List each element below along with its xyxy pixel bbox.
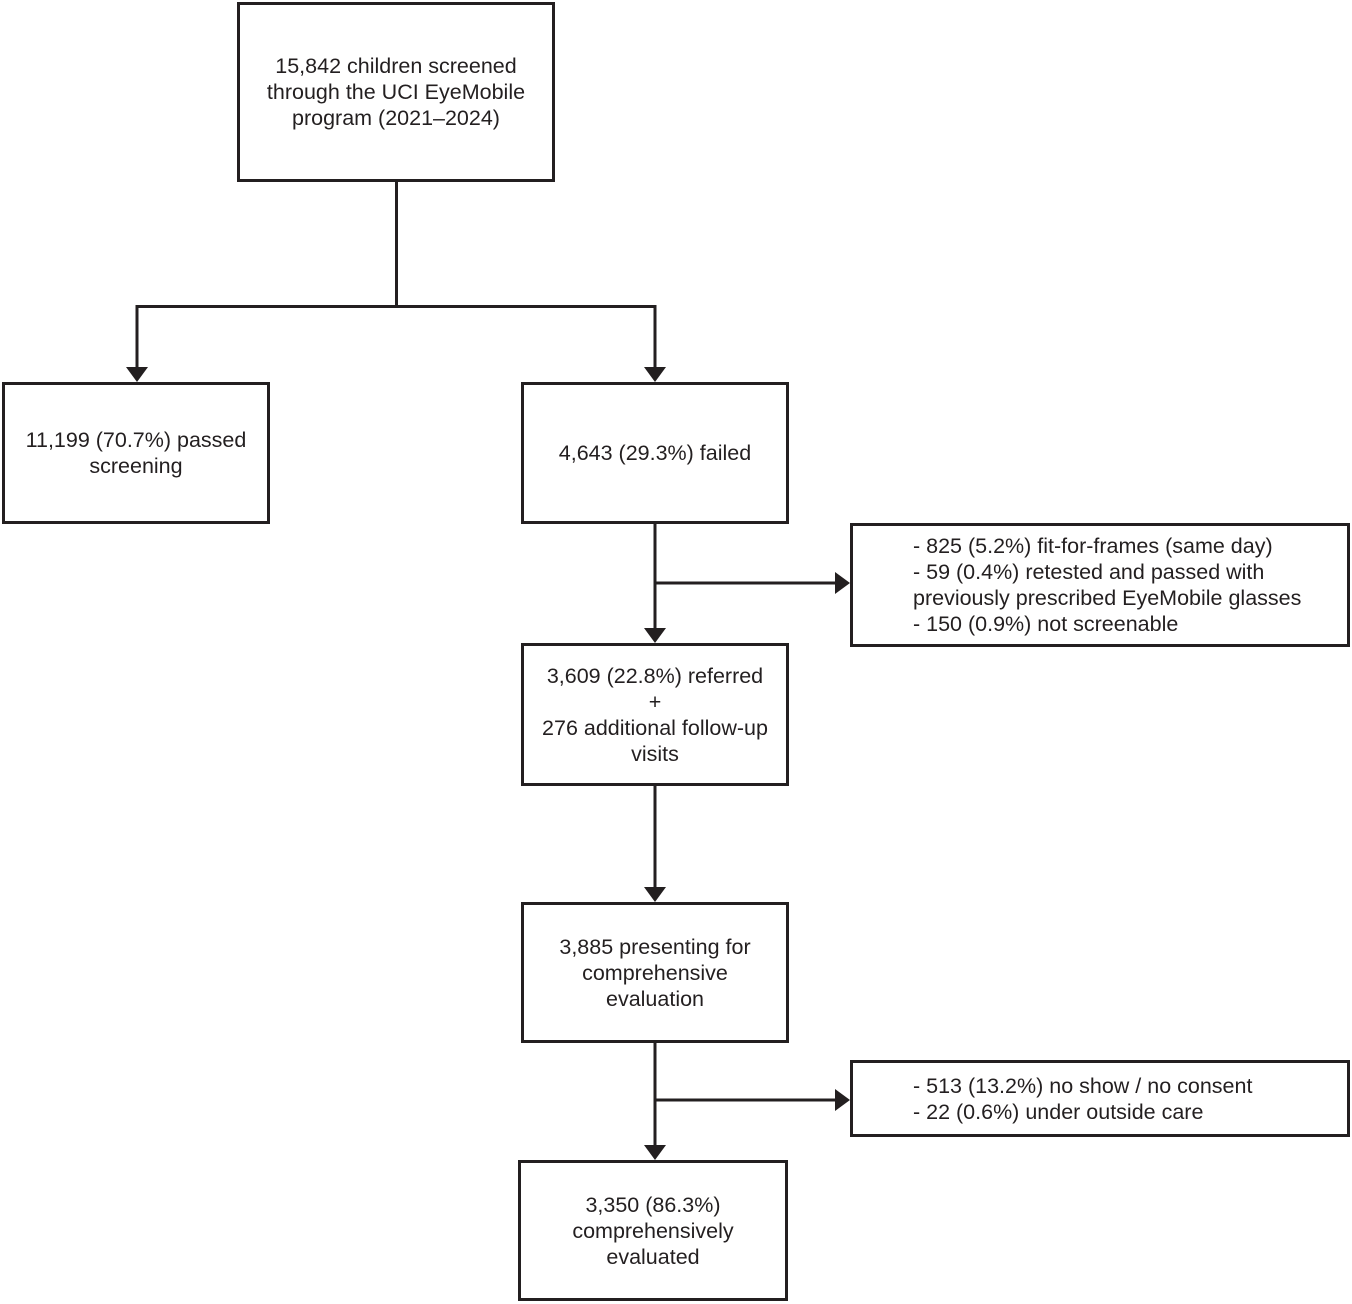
node-comprehensively-evaluated: 3,350 (86.3%) comprehensively evaluated [518, 1160, 788, 1301]
node-failed-screening-label: 4,643 (29.3%) failed [558, 441, 752, 465]
node-screened: 15,842 children screened through the UCI… [237, 2, 555, 182]
node-presenting-for-evaluation: 3,885 presenting for comprehensive evalu… [521, 902, 789, 1043]
arrowhead-to-screening-exclusions [835, 572, 850, 594]
node-passed-screening-label: 11,199 (70.7%) passed screening [25, 428, 247, 478]
arrowhead-to-presenting [644, 887, 666, 902]
node-passed-screening: 11,199 (70.7%) passed screening [2, 382, 270, 524]
node-screening-exclusions-label: - 825 (5.2%) fit-for-frames (same day) -… [913, 534, 1302, 636]
node-referred: 3,609 (22.8%) referred + 276 additional … [521, 643, 789, 786]
node-evaluation-exclusions: - 513 (13.2%) no show / no consent - 22 … [850, 1060, 1350, 1137]
node-screening-exclusions: - 825 (5.2%) fit-for-frames (same day) -… [850, 523, 1350, 647]
node-screened-label: 15,842 children screened through the UCI… [266, 54, 526, 130]
arrowhead-to-evaluation-exclusions [835, 1089, 850, 1111]
node-comprehensively-evaluated-label: 3,350 (86.3%) comprehensively evaluated [572, 1192, 734, 1269]
arrowhead-to-referred [644, 628, 666, 643]
arrowhead-to-failed [644, 367, 666, 382]
node-failed-screening: 4,643 (29.3%) failed [521, 382, 789, 524]
node-evaluation-exclusions-label: - 513 (13.2%) no show / no consent - 22 … [913, 1073, 1253, 1124]
node-presenting-for-evaluation-label: 3,885 presenting for comprehensive evalu… [559, 934, 751, 1011]
arrowhead-to-passed [126, 367, 148, 382]
node-referred-label: 3,609 (22.8%) referred + 276 additional … [542, 663, 768, 766]
arrowhead-to-evaluated [644, 1145, 666, 1160]
